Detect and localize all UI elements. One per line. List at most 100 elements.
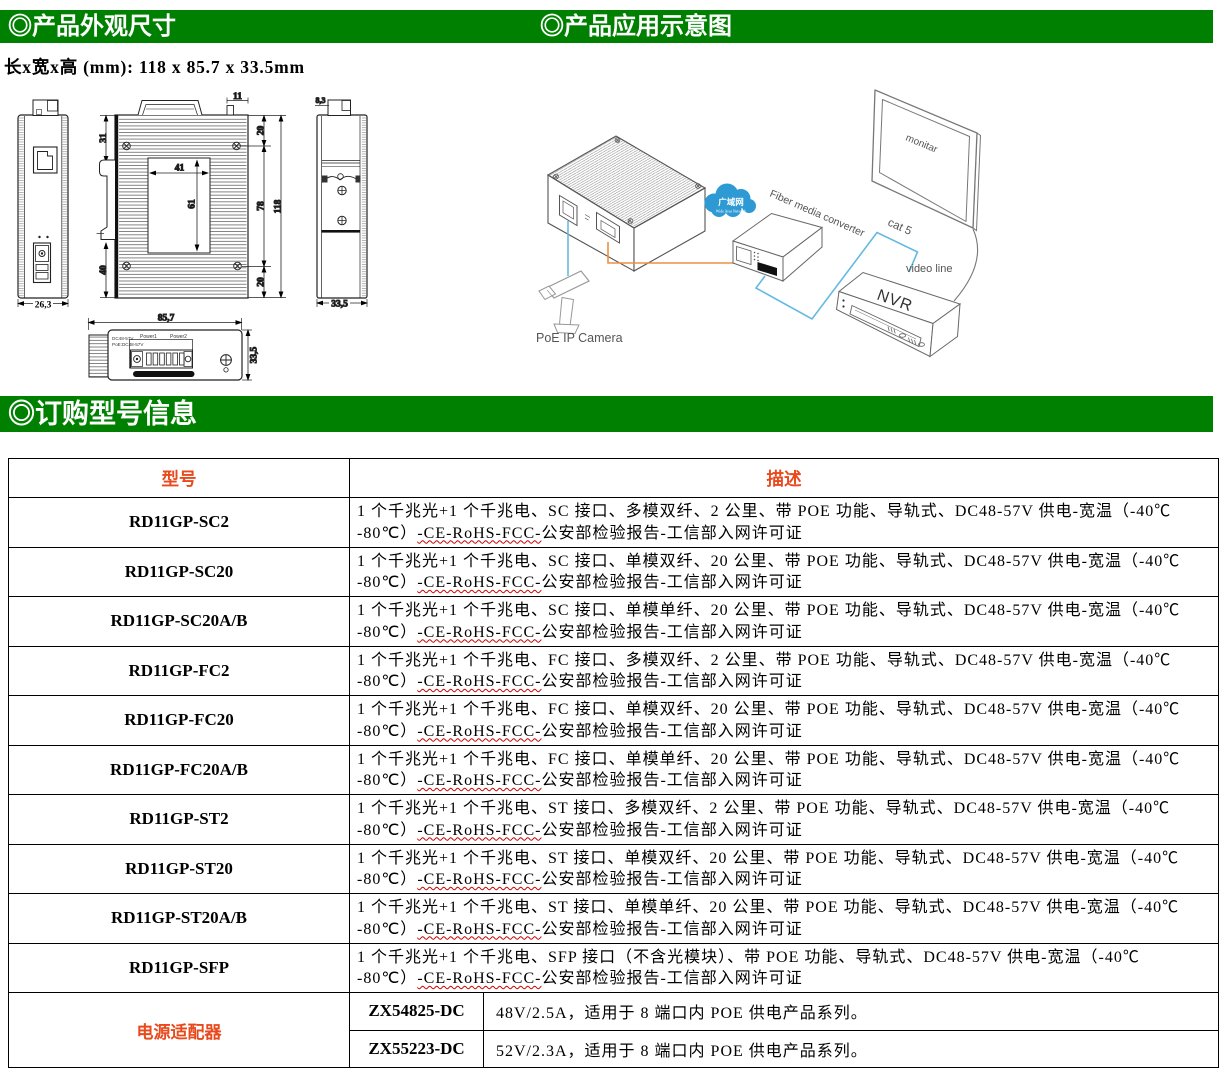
power2-label: Power2 <box>170 334 187 340</box>
dim-8-3: 8,3 <box>316 96 326 105</box>
desc-cell: 1 个千兆光+1 个千兆电、FC 接口、单模单纤、20 公里、带 POE 功能、… <box>349 744 1219 795</box>
desc-cell: 1 个千兆光+1 个千兆电、ST 接口、单模单纤、20 公里、带 POE 功能、… <box>349 893 1219 944</box>
nvr <box>835 271 962 358</box>
front-view: 26,3 <box>17 99 69 311</box>
model-cell: RD11GP-FC2 <box>8 645 350 696</box>
model-cell: RD11GP-SC20A/B <box>8 596 350 647</box>
desc-line1: 1 个千兆光+1 个千兆电、FC 接口、单模双纤、20 公里、带 POE 功能、… <box>357 701 1181 718</box>
desc-line2-pre: -80℃） <box>357 673 418 690</box>
desc-line2-wavy: -CE-RoHS-FCC- <box>417 574 542 591</box>
model-cell: RD11GP-ST2 <box>8 794 350 845</box>
desc-line2-post: 公安部检验报告-工信部入网许可证 <box>541 623 803 641</box>
desc-line1: 1 个千兆光+1 个千兆电、SC 接口、多模双纤、2 公里、带 POE 功能、导… <box>357 503 1172 520</box>
poe-switch <box>546 135 707 272</box>
model-cell: RD11GP-ST20 <box>8 843 350 894</box>
desc-cell: 1 个千兆光+1 个千兆电、ST 接口、多模双纤、2 公里、带 POE 功能、导… <box>349 794 1219 845</box>
desc-line1: 1 个千兆光+1 个千兆电、FC 接口、单模单纤、20 公里、带 POE 功能、… <box>357 750 1181 768</box>
dim-26-3: 26,3 <box>35 301 52 311</box>
desc-line2-pre: -80℃） <box>357 524 418 542</box>
desc-cell: 1 个千兆光+1 个千兆电、SC 接口、单模单纤、20 公里、带 POE 功能、… <box>349 596 1219 647</box>
supply-label-1: DC48-57V <box>112 336 134 341</box>
desc-line2-wavy: -CE-RoHS-FCC- <box>417 673 542 690</box>
desc-line2-post: 公安部检验报告-工信部入网许可证 <box>541 920 803 938</box>
video-line-label: video line <box>906 263 952 275</box>
monitor <box>871 89 982 232</box>
desc-line1: 1 个千兆光+1 个千兆电、SFP 接口（不含光模块）、带 POE 功能、导轨式… <box>357 948 1140 966</box>
desc-line2-wavy: -CE-RoHS-FCC- <box>417 722 542 740</box>
desc-line2-pre: -80℃） <box>357 574 418 591</box>
desc-line2-pre: -80℃） <box>357 970 418 987</box>
power1-label: Power1 <box>140 334 157 340</box>
wan-cloud <box>704 183 756 217</box>
power-model-cell: ZX54825-DC <box>349 992 484 1031</box>
desc-cell: 1 个千兆光+1 个千兆电、FC 接口、单模双纤、20 公里、带 POE 功能、… <box>349 695 1219 746</box>
desc-line2-wavy: -CE-RoHS-FCC- <box>417 871 542 888</box>
dim-31: 31 <box>99 133 109 143</box>
table-row: RD11GP-ST20 1 个千兆光+1 个千兆电、ST 接口、单模双纤、20 … <box>8 843 1219 894</box>
desc-line2-post: 公安部检验报告-工信部入网许可证 <box>541 722 803 740</box>
table-row: RD11GP-FC20 1 个千兆光+1 个千兆电、FC 接口、单模双纤、20 … <box>8 695 1219 746</box>
desc-line2-wavy: -CE-RoHS-FCC- <box>417 920 542 938</box>
model-cell: RD11GP-SFP <box>8 942 350 993</box>
model-header: 型号 <box>8 458 350 498</box>
ordering-table: 型号 描述 RD11GP-SC2 1 个千兆光+1 个千兆电、SC 接口、多模双… <box>8 458 1219 1068</box>
table-header-row: 型号 描述 <box>8 458 1219 498</box>
model-cell: RD11GP-FC20A/B <box>8 744 350 795</box>
dim-41: 41 <box>175 164 185 174</box>
desc-line2-post: 公安部检验报告-工信部入网许可证 <box>541 574 803 591</box>
cloud-label: 广域网 <box>718 197 744 207</box>
section-header-appearance: ◎产品外观尺寸 ◎产品应用示意图 <box>0 10 1213 43</box>
desc-line2-wavy: -CE-RoHS-FCC- <box>417 524 542 542</box>
top-view: 11 41 61 31 40 20 78 20 118 <box>87 91 286 330</box>
desc-line2-wavy: -CE-RoHS-FCC- <box>417 821 542 839</box>
desc-line2-pre: -80℃） <box>357 821 418 839</box>
dim-118: 118 <box>274 199 284 213</box>
section-header-ordering: ◎订购型号信息 <box>0 396 1213 432</box>
ordering-table-wrap: 型号 描述 RD11GP-SC2 1 个千兆光+1 个千兆电、SC 接口、多模双… <box>8 458 1219 1068</box>
desc-line2-wavy: -CE-RoHS-FCC- <box>417 623 542 641</box>
model-cell: RD11GP-ST20A/B <box>8 893 350 944</box>
desc-header: 描述 <box>349 458 1219 498</box>
dim-33-5-side: 33,5 <box>331 300 348 310</box>
dim-20-top: 20 <box>257 126 267 136</box>
table-row: RD11GP-ST2 1 个千兆光+1 个千兆电、ST 接口、多模双纤、2 公里… <box>8 794 1219 845</box>
table-row: RD11GP-FC2 1 个千兆光+1 个千兆电、FC 接口、多模双纤、2 公里… <box>8 645 1219 696</box>
dimensions-text: 长x宽x高 (mm): 118 x 85.7 x 33.5mm <box>4 57 305 77</box>
supply-label-2: PoE:DC48-57V <box>112 342 144 347</box>
dimension-drawings: 26,3 11 41 61 31 40 <box>17 91 368 381</box>
dim-40: 40 <box>99 265 109 275</box>
bottom-view: DC48-57V PoE:DC48-57V Power1 Power2 33,5 <box>88 329 260 381</box>
cat5-cable <box>754 231 919 321</box>
desc-cell: 1 个千兆光+1 个千兆电、ST 接口、单模双纤、20 公里、带 POE 功能、… <box>349 843 1219 894</box>
power-desc-cell: 48V/2.5A，适用于 8 端口内 POE 供电产品系列。 <box>483 992 1219 1031</box>
desc-line1: 1 个千兆光+1 个千兆电、ST 接口、单模双纤、20 公里、带 POE 功能、… <box>357 849 1180 867</box>
desc-line1: 1 个千兆光+1 个千兆电、FC 接口、多模双纤、2 公里、带 POE 功能、导… <box>357 651 1172 669</box>
desc-line2-post: 公安部检验报告-工信部入网许可证 <box>541 772 803 789</box>
desc-line2-post: 公安部检验报告-工信部入网许可证 <box>541 673 803 690</box>
desc-line1: 1 个千兆光+1 个千兆电、SC 接口、单模单纤、20 公里、带 POE 功能、… <box>357 602 1181 619</box>
model-cell: RD11GP-FC20 <box>8 695 350 746</box>
dim-85-7: 85,7 <box>158 314 175 324</box>
desc-line1: 1 个千兆光+1 个千兆电、ST 接口、多模双纤、2 公里、带 POE 功能、导… <box>357 800 1171 817</box>
cloud-sublabel: Wide Area Network <box>716 210 747 214</box>
media-converter <box>731 212 824 283</box>
desc-line2-pre: -80℃） <box>357 722 418 740</box>
desc-line2-post: 公安部检验报告-工信部入网许可证 <box>541 871 803 888</box>
dim-78: 78 <box>257 201 267 211</box>
desc-cell: 1 个千兆光+1 个千兆电、SFP 接口（不含光模块）、带 POE 功能、导轨式… <box>349 942 1219 993</box>
appearance-title: ◎产品外观尺寸 <box>8 13 176 40</box>
desc-cell: 1 个千兆光+1 个千兆电、SC 接口、多模双纤、2 公里、带 POE 功能、导… <box>349 497 1219 548</box>
power-adapter-label: 电源适配器 <box>8 992 350 1068</box>
cat5-label: cat 5 <box>886 217 914 238</box>
application-title: ◎产品应用示意图 <box>540 13 732 40</box>
desc-line2-post: 公安部检验报告-工信部入网许可证 <box>541 970 803 987</box>
desc-line2-wavy: -CE-RoHS-FCC- <box>417 970 542 987</box>
desc-line2-pre: -80℃） <box>357 920 418 938</box>
desc-cell: 1 个千兆光+1 个千兆电、SC 接口、单模双纤、20 公里、带 POE 功能、… <box>349 546 1219 597</box>
application-diagram: PoE IP Camera 广域网 Wide Area Network Fibe… <box>536 89 982 358</box>
desc-line1: 1 个千兆光+1 个千兆电、SC 接口、单模双纤、20 公里、带 POE 功能、… <box>357 552 1181 570</box>
desc-line2-post: 公安部检验报告-工信部入网许可证 <box>541 524 803 542</box>
dim-33-5-bottom: 33,5 <box>250 346 260 363</box>
desc-cell: 1 个千兆光+1 个千兆电、FC 接口、多模双纤、2 公里、带 POE 功能、导… <box>349 645 1219 696</box>
